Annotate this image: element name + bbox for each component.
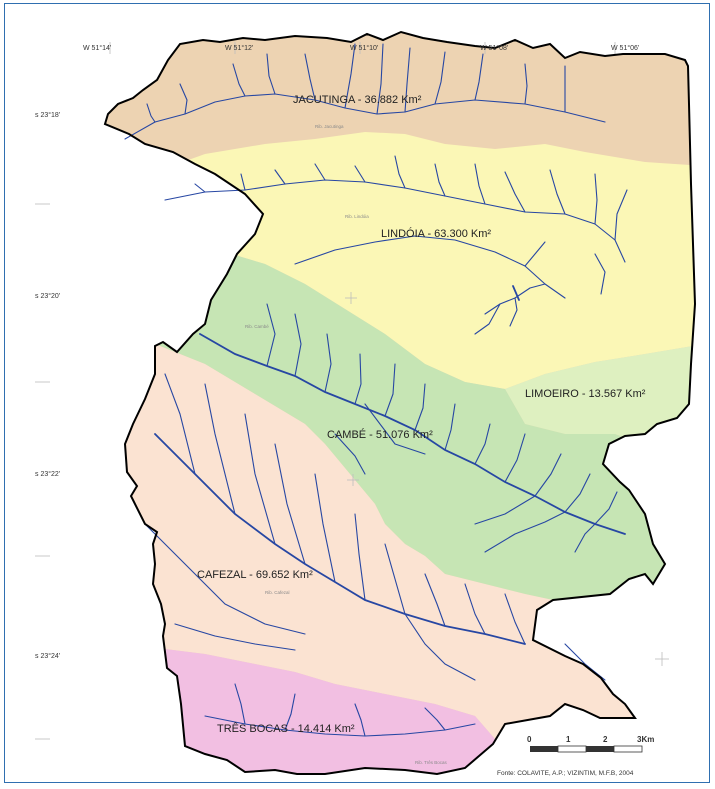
scale-label-0: 0: [527, 735, 532, 744]
basin-cambe-fill: [105, 244, 695, 600]
svg-text:Rib. Três Bocas: Rib. Três Bocas: [415, 760, 448, 765]
coord-left-4: s 23°24': [35, 652, 60, 660]
coord-top-3: W 51°10': [350, 44, 378, 52]
label-lindoia: LINDÓIA - 63.300 Km²: [381, 227, 491, 240]
coord-left-1: s 23°18': [35, 111, 60, 119]
coord-top-1: W 51°14': [83, 44, 111, 52]
svg-text:Rib. Cambé: Rib. Cambé: [245, 324, 269, 329]
coord-left-3: s 23°22': [35, 470, 60, 478]
svg-text:Rib. Cafezal: Rib. Cafezal: [265, 590, 290, 595]
label-tresbocas: TRÊS BOCAS - 14.414 Km²: [217, 722, 355, 735]
coord-top-5: W 51°06': [611, 44, 639, 52]
label-limoeiro: LIMOEIRO - 13.567 Km²: [525, 388, 646, 400]
scale-bar: 0 1 2 3Km: [527, 735, 654, 753]
svg-text:Rib. Lindóia: Rib. Lindóia: [345, 214, 369, 219]
coord-top-4: W 51°08': [480, 44, 508, 52]
basin-fills: [105, 32, 695, 774]
label-cambe: CAMBÉ - 51.076 Km²: [327, 428, 433, 441]
label-cafezal: CAFEZAL - 69.652 Km²: [197, 569, 313, 581]
scale-label-1: 1: [566, 735, 571, 744]
river-network: [124, 43, 628, 737]
municipality-outline: [103, 30, 697, 776]
map-frame: Rib. Jacutinga Rib. Lindóia Rib. Cambé R…: [4, 3, 710, 783]
river-name-labels: Rib. Jacutinga Rib. Lindóia Rib. Cambé R…: [245, 124, 448, 765]
label-jacutinga: JACUTINGA - 36.882 Km²: [293, 94, 422, 106]
basin-tresbocas-fill: [105, 644, 495, 774]
watershed-map: Rib. Jacutinga Rib. Lindóia Rib. Cambé R…: [35, 30, 697, 777]
basin-cafezal-fill: [105, 334, 695, 774]
basin-lindoia-fill: [105, 132, 695, 389]
scale-label-3: 3Km: [637, 735, 654, 744]
coord-left-2: s 23°20': [35, 292, 60, 300]
svg-text:Rib. Jacutinga: Rib. Jacutinga: [315, 124, 344, 129]
source-caption: Fonte: COLAVITE, A.P.; VIZINTIM, M.F.B, …: [497, 770, 634, 777]
coord-top-2: W 51°12': [225, 44, 253, 52]
scale-label-2: 2: [603, 735, 608, 744]
